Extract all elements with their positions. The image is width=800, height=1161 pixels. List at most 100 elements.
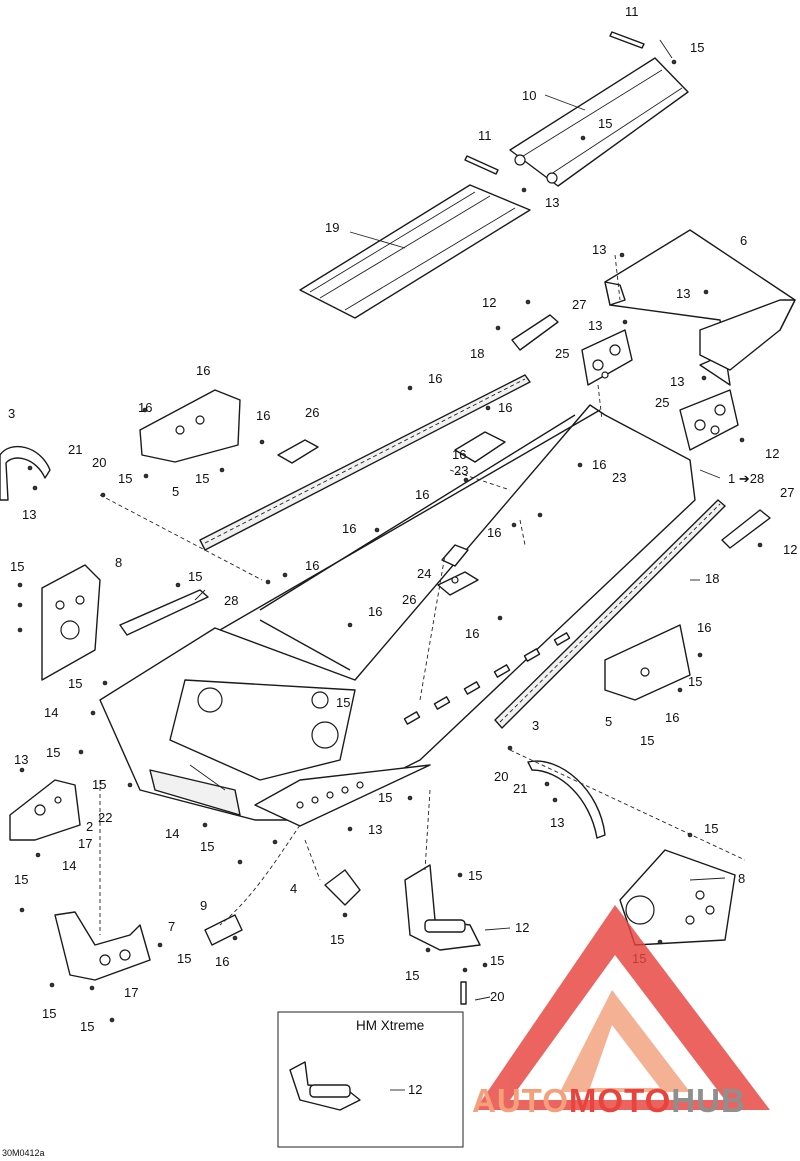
callout-12: 12: [408, 1082, 422, 1097]
callout-26: 26: [305, 405, 319, 420]
callout-15: 15: [46, 745, 60, 760]
callout-8: 8: [738, 871, 745, 886]
callout-16: 16: [368, 604, 382, 619]
watermark-text-part2: MOTO: [569, 1082, 671, 1119]
callout-25: 25: [555, 346, 569, 361]
callout-13: 13: [676, 286, 690, 301]
part-25-plate-right: [679, 389, 739, 451]
callout-12: 12: [783, 542, 797, 557]
callout-27: 27: [780, 485, 794, 500]
callout-15: 15: [405, 968, 419, 983]
part-3-handle-right: [527, 760, 606, 839]
fastener-dots: [17, 59, 763, 1023]
callout-18: 18: [470, 346, 484, 361]
callout-15: 15: [690, 40, 704, 55]
callout-14: 14: [165, 826, 179, 841]
callout-13: 13: [550, 815, 564, 830]
callout-7: 7: [168, 919, 175, 934]
inset-title: HM Xtreme: [356, 1018, 424, 1033]
callout-20: 20: [92, 455, 106, 470]
callout-27: 27: [572, 297, 586, 312]
part-12-step: [404, 864, 481, 951]
callout-16: 16: [196, 363, 210, 378]
part-9-bracket: [204, 914, 243, 946]
part-8-plate-left: [41, 564, 101, 681]
callout-16: 16: [138, 400, 152, 415]
leader-lines: [99, 39, 746, 1091]
callout-20: 20: [494, 769, 508, 784]
callout-15: 15: [330, 932, 344, 947]
callout-12: 12: [515, 920, 529, 935]
callout-5: 5: [172, 484, 179, 499]
callout-16: 16: [465, 626, 479, 641]
callout-15: 15: [177, 951, 191, 966]
callout-9: 9: [200, 898, 207, 913]
watermark-text: AUTOMOTOHUB: [472, 1082, 746, 1119]
callout-15: 15: [195, 471, 209, 486]
callout-14: 14: [44, 705, 58, 720]
callout-15: 15: [42, 1006, 56, 1021]
part-6-rear-cover: [604, 229, 796, 386]
part-19-panel: [299, 184, 531, 319]
callout-8: 8: [115, 555, 122, 570]
callout-15: 15: [490, 953, 504, 968]
callout-24: 24: [417, 566, 431, 581]
callout-25: 25: [655, 395, 669, 410]
callout-13: 13: [368, 822, 382, 837]
callout-16: 16: [665, 710, 679, 725]
main-tunnel-chassis: [99, 404, 696, 827]
callout-14: 14: [62, 858, 76, 873]
watermark-text-part1: AUTO: [472, 1082, 569, 1119]
part-27-bracket-top: [511, 314, 559, 351]
callout-16: 16: [592, 457, 606, 472]
callout-1-to-28: 1 ➔28: [728, 471, 764, 486]
part-5-bracket-upper: [139, 389, 241, 463]
tunnel-slots: [403, 632, 571, 725]
callout-15: 15: [598, 116, 612, 131]
callout-15: 15: [68, 676, 82, 691]
callout-4: 4: [290, 881, 297, 896]
callout-26: 26: [402, 592, 416, 607]
callout-10: 10: [522, 88, 536, 103]
part-26-bracket-upper: [277, 439, 319, 464]
callout-13: 13: [22, 507, 36, 522]
callout-11: 11: [625, 4, 639, 19]
part-8-plate-right: [619, 849, 736, 946]
hm-xtreme-inset: [277, 1011, 464, 1148]
part-20-bolt-bottom: [460, 981, 467, 1005]
callout-15: 15: [14, 872, 28, 887]
callout-16: 16: [415, 487, 429, 502]
callout-15: 15: [118, 471, 132, 486]
callout-15: 15: [704, 821, 718, 836]
callout-labels: 11 15 10 11 15 13 19 6 13 13 12 27 13 25…: [8, 4, 797, 1097]
callout-20: 20: [490, 989, 504, 1004]
callout-13: 13: [670, 374, 684, 389]
callout-5: 5: [605, 714, 612, 729]
part-5-bracket-lower: [604, 624, 691, 701]
callout-16: 16: [428, 371, 442, 386]
watermark-logo: [475, 905, 770, 1110]
callout-15: 15: [10, 559, 24, 574]
callout-15: 15: [188, 569, 202, 584]
callout-12: 12: [765, 446, 779, 461]
part-18-rail-left: [199, 374, 531, 551]
callout-15: 15: [640, 733, 654, 748]
part-11-pin-middle: [464, 155, 499, 175]
part-28-strip: [119, 589, 209, 636]
callout-21: 21: [513, 781, 527, 796]
callout-21: 21: [68, 442, 82, 457]
callout-15: 15: [468, 868, 482, 883]
part-18-rail-right: [494, 499, 726, 729]
reference-code: 30M0412a: [2, 1148, 45, 1158]
callout-18: 18: [705, 571, 719, 586]
callout-15: 15: [80, 1019, 94, 1034]
callout-2: 2: [86, 819, 93, 834]
callout-13: 13: [14, 752, 28, 767]
part-4-bracket: [324, 869, 361, 906]
callout-15: 15: [378, 790, 392, 805]
part-10-panel: [509, 57, 689, 187]
callout-13: 13: [588, 318, 602, 333]
callout-23: 23: [612, 470, 626, 485]
callout-12: 12: [482, 295, 496, 310]
